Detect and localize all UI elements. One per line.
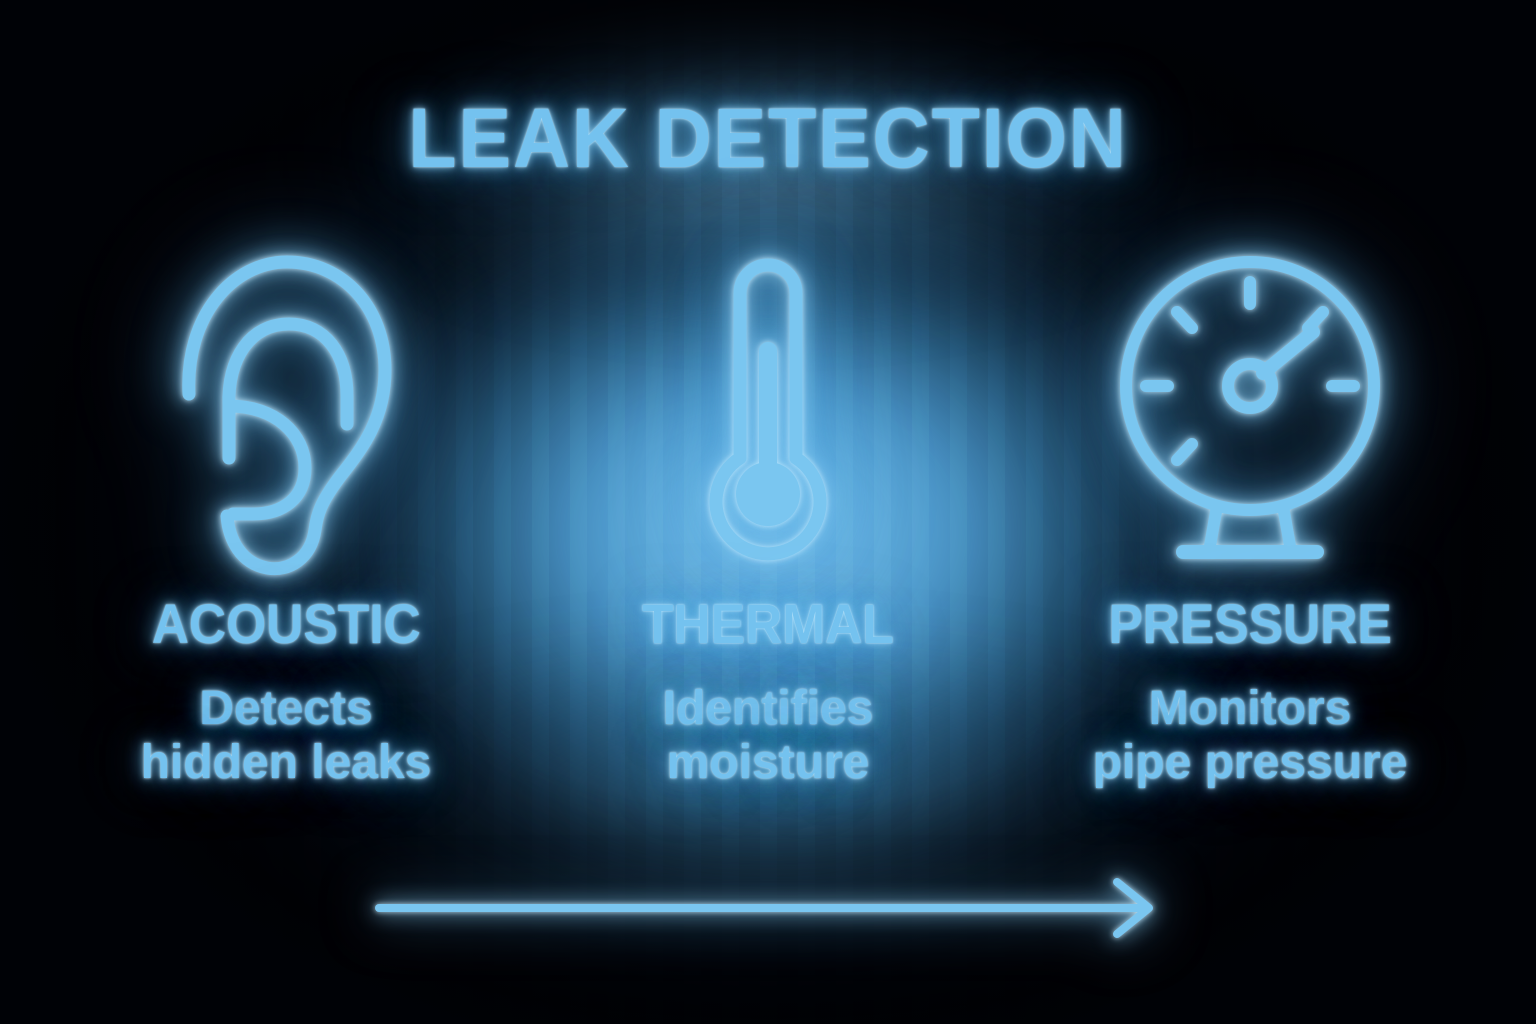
feature-title-thermal: THERMAL — [642, 592, 894, 655]
feature-column-pressure: PRESSURE Monitors pipe pressure — [1050, 246, 1450, 790]
right-arrow-icon — [375, 878, 1153, 938]
feature-desc-line2: moisture — [666, 736, 870, 790]
feature-column-thermal: THERMAL Identifies moisture — [568, 246, 968, 790]
feature-column-acoustic: ACOUSTIC Detects hidden leaks — [86, 246, 486, 790]
pressure-gauge-icon — [1105, 246, 1395, 576]
feature-columns: ACOUSTIC Detects hidden leaks — [86, 246, 1450, 790]
feature-title-acoustic: ACOUSTIC — [151, 592, 421, 655]
page-title: LEAK DETECTION — [408, 91, 1128, 185]
feature-desc-pressure: Monitors pipe pressure — [1093, 682, 1408, 790]
feature-desc-line2: pipe pressure — [1092, 736, 1408, 790]
feature-title-pressure: PRESSURE — [1108, 592, 1392, 655]
thermometer-icon — [693, 246, 843, 576]
feature-desc-line1: Detects — [199, 682, 373, 735]
feature-desc-thermal: Identifies moisture — [663, 682, 874, 790]
feature-desc-line1: Monitors — [1148, 682, 1352, 735]
feature-desc-line2: hidden leaks — [140, 736, 432, 790]
feature-desc-line1: Identifies — [662, 682, 874, 735]
ear-icon — [171, 246, 401, 576]
process-flow-arrow — [0, 876, 1536, 940]
feature-desc-acoustic: Detects hidden leaks — [141, 682, 432, 790]
